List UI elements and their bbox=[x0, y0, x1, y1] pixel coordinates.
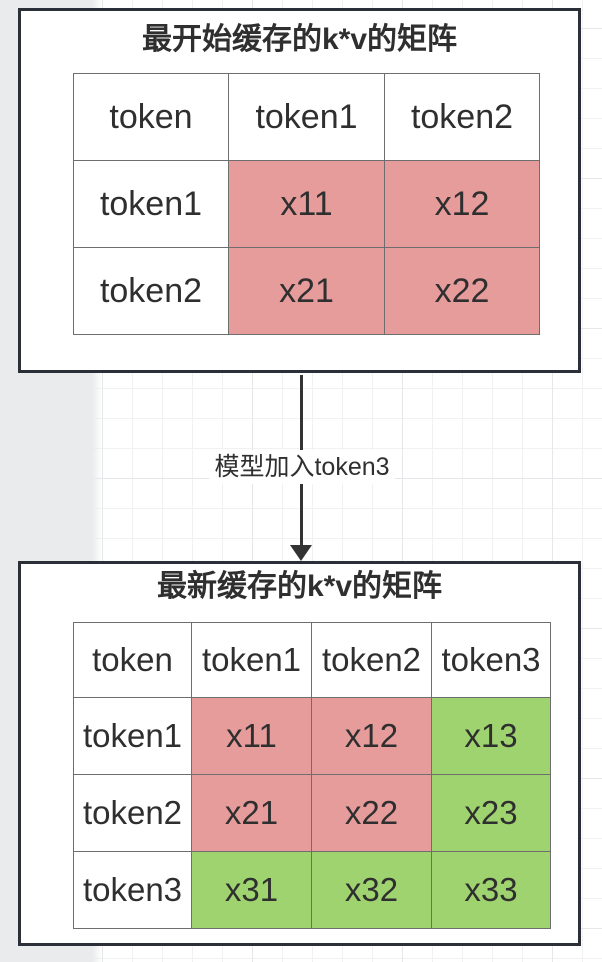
table-row: token3 x31 x32 x33 bbox=[73, 851, 551, 929]
table-row: token1 x11 x12 bbox=[73, 160, 540, 248]
table-cell: x21 bbox=[228, 247, 385, 335]
initial-kv-table: token token1 token2 token1 x11 x12 token… bbox=[73, 73, 540, 335]
table-cell: x12 bbox=[311, 697, 432, 775]
table-cell: token1 bbox=[73, 160, 229, 248]
table-cell: x32 bbox=[311, 851, 432, 929]
table-cell: x22 bbox=[384, 247, 540, 335]
table-row: token2 x21 x22 x23 bbox=[73, 774, 551, 852]
initial-cache-title: 最开始缓存的k*v的矩阵 bbox=[141, 23, 458, 56]
table-cell: token2 bbox=[384, 73, 540, 161]
initial-cache-box: 最开始缓存的k*v的矩阵 token token1 token2 token1 … bbox=[18, 8, 581, 373]
table-cell: token2 bbox=[73, 774, 192, 852]
table-cell: token2 bbox=[311, 622, 432, 698]
table-cell: token3 bbox=[431, 622, 551, 698]
table-cell: token3 bbox=[73, 851, 192, 929]
table-row: token2 x21 x22 bbox=[73, 247, 540, 335]
table-cell: token1 bbox=[191, 622, 312, 698]
table-cell: x12 bbox=[384, 160, 540, 248]
table-cell: token1 bbox=[73, 697, 192, 775]
table-cell: x33 bbox=[431, 851, 551, 929]
table-row: token1 x11 x12 x13 bbox=[73, 697, 551, 775]
table-cell: x23 bbox=[431, 774, 551, 852]
table-cell: token2 bbox=[73, 247, 229, 335]
table-cell: token bbox=[73, 73, 229, 161]
table-row: token token1 token2 token3 bbox=[73, 622, 551, 698]
arrow-head-icon bbox=[290, 545, 312, 561]
updated-cache-title: 最新缓存的k*v的矩阵 bbox=[156, 570, 443, 603]
table-cell: x21 bbox=[191, 774, 312, 852]
table-cell: token bbox=[73, 622, 192, 698]
arrow-label: 模型加入token3 bbox=[209, 450, 395, 484]
table-row: token token1 token2 bbox=[73, 73, 540, 161]
table-cell: x11 bbox=[191, 697, 312, 775]
table-cell: x11 bbox=[228, 160, 385, 248]
table-cell: x13 bbox=[431, 697, 551, 775]
table-cell: token1 bbox=[228, 73, 385, 161]
updated-cache-box: 最新缓存的k*v的矩阵 token token1 token2 token3 t… bbox=[18, 561, 581, 946]
table-cell: x22 bbox=[311, 774, 432, 852]
updated-kv-table: token token1 token2 token3 token1 x11 x1… bbox=[73, 622, 551, 929]
table-cell: x31 bbox=[191, 851, 312, 929]
